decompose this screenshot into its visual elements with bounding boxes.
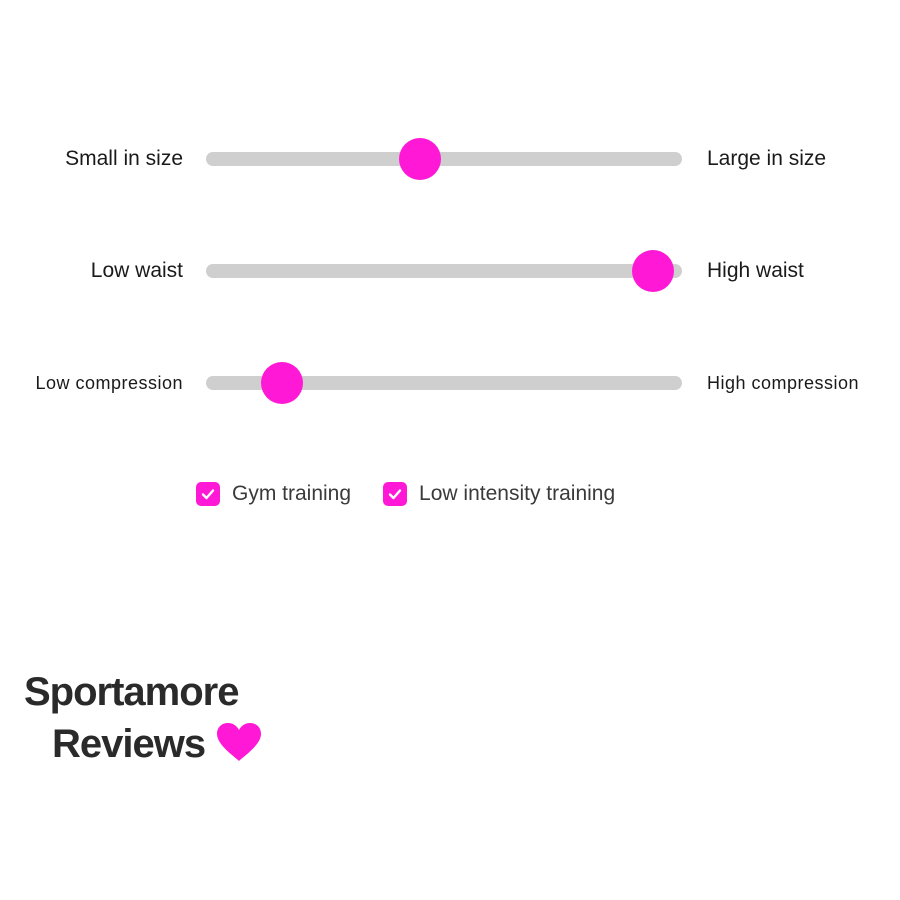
checkbox-low-intensity-training[interactable]: [383, 482, 408, 506]
slider-row-waist: Low waist High waist: [0, 246, 900, 296]
slider-label-large: Large in size: [707, 147, 827, 170]
slider-label-high-waist: High waist: [707, 259, 804, 282]
slider-label-small: Small in size: [65, 147, 183, 170]
brand-tagline-row: Reviews: [52, 718, 324, 770]
slider-track-waist[interactable]: [206, 250, 682, 292]
slider-track-size[interactable]: [206, 138, 682, 180]
slider-row-compression: Low compression High compression: [0, 358, 900, 408]
training-options: Gym training Low intensity training: [196, 474, 647, 514]
checkmark-icon: [201, 489, 215, 500]
slider-label-low-compression: Low compression: [35, 373, 183, 393]
option-gym-training[interactable]: Gym training: [196, 482, 351, 506]
slider-track-compression[interactable]: [206, 362, 682, 404]
brand-reviews-word: Reviews: [52, 722, 206, 766]
brand-logo: Sportamore Reviews: [24, 666, 324, 770]
slider-thumb-waist[interactable]: [632, 250, 675, 292]
slider-row-size: Small in size Large in size: [0, 134, 900, 184]
checkbox-gym-training[interactable]: [196, 482, 220, 506]
slider-label-high-compression: High compression: [707, 373, 860, 393]
slider-label-low-waist: Low waist: [90, 259, 183, 282]
option-low-intensity-training[interactable]: Low intensity training: [383, 482, 615, 506]
checkmark-icon: [388, 489, 402, 500]
option-label-gym-training: Gym training: [232, 482, 352, 505]
slider-thumb-compression[interactable]: [261, 362, 304, 404]
slider-thumb-size[interactable]: [399, 138, 442, 180]
option-label-low-intensity-training: Low intensity training: [419, 482, 616, 505]
heart-icon: [217, 723, 262, 761]
brand-name: Sportamore: [24, 670, 240, 714]
